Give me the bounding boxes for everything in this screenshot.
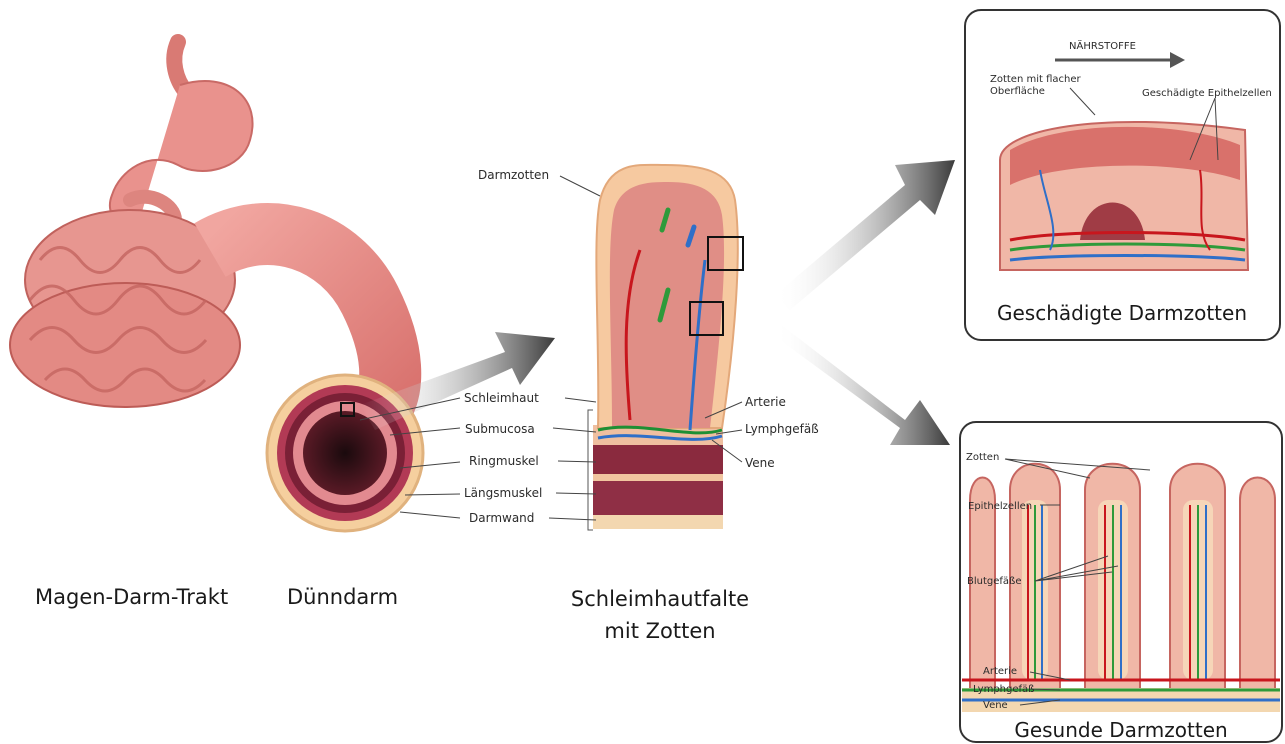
label-arterie: Arterie [745,395,786,409]
caption-mit-zotten: mit Zotten [604,619,715,643]
label-darmwand: Darmwand [469,511,534,525]
label-epithelzellen: Epithelzellen [968,501,1032,512]
label-zotten: Zotten [966,452,999,463]
label-submucosa: Submucosa [465,422,535,436]
label-healthy-lymphgefaess: Lymphgefäß [973,684,1034,695]
label-vene: Vene [745,456,775,470]
label-flat-line1: Zotten mit flacher [990,74,1082,85]
mucosal-fold-illustration [588,165,743,530]
label-ringmuskel: Ringmuskel [469,454,539,468]
label-laengsmuskel: Längsmuskel [464,486,542,500]
label-darmzotten: Darmzotten [478,168,549,182]
label-healthy-vene: Vene [983,700,1008,711]
caption-duenndarm: Dünndarm [287,585,398,609]
caption-magen-darm-trakt: Magen-Darm-Trakt [35,585,228,609]
label-damaged-cells: Geschädigte Epithelzellen [1142,88,1272,99]
label-schleimhaut: Schleimhaut [464,391,539,405]
label-blutgefaesse: Blutgefäße [967,576,1022,587]
damaged-panel-title: Geschädigte Darmzotten [997,301,1247,325]
label-flat-line2: Oberfläche [990,86,1045,97]
damaged-villi-panel [965,10,1280,340]
arrow-to-damaged [775,160,955,310]
gi-tract-illustration [10,42,390,410]
caption-schleimhautfalte: Schleimhautfalte [571,587,749,611]
label-healthy-arterie: Arterie [983,666,1017,677]
healthy-panel-title: Gesunde Darmzotten [1014,718,1227,742]
label-naehrstoffe: NÄHRSTOFFE [1069,39,1136,52]
label-lymphgefaess: Lymphgefäß [745,422,819,436]
